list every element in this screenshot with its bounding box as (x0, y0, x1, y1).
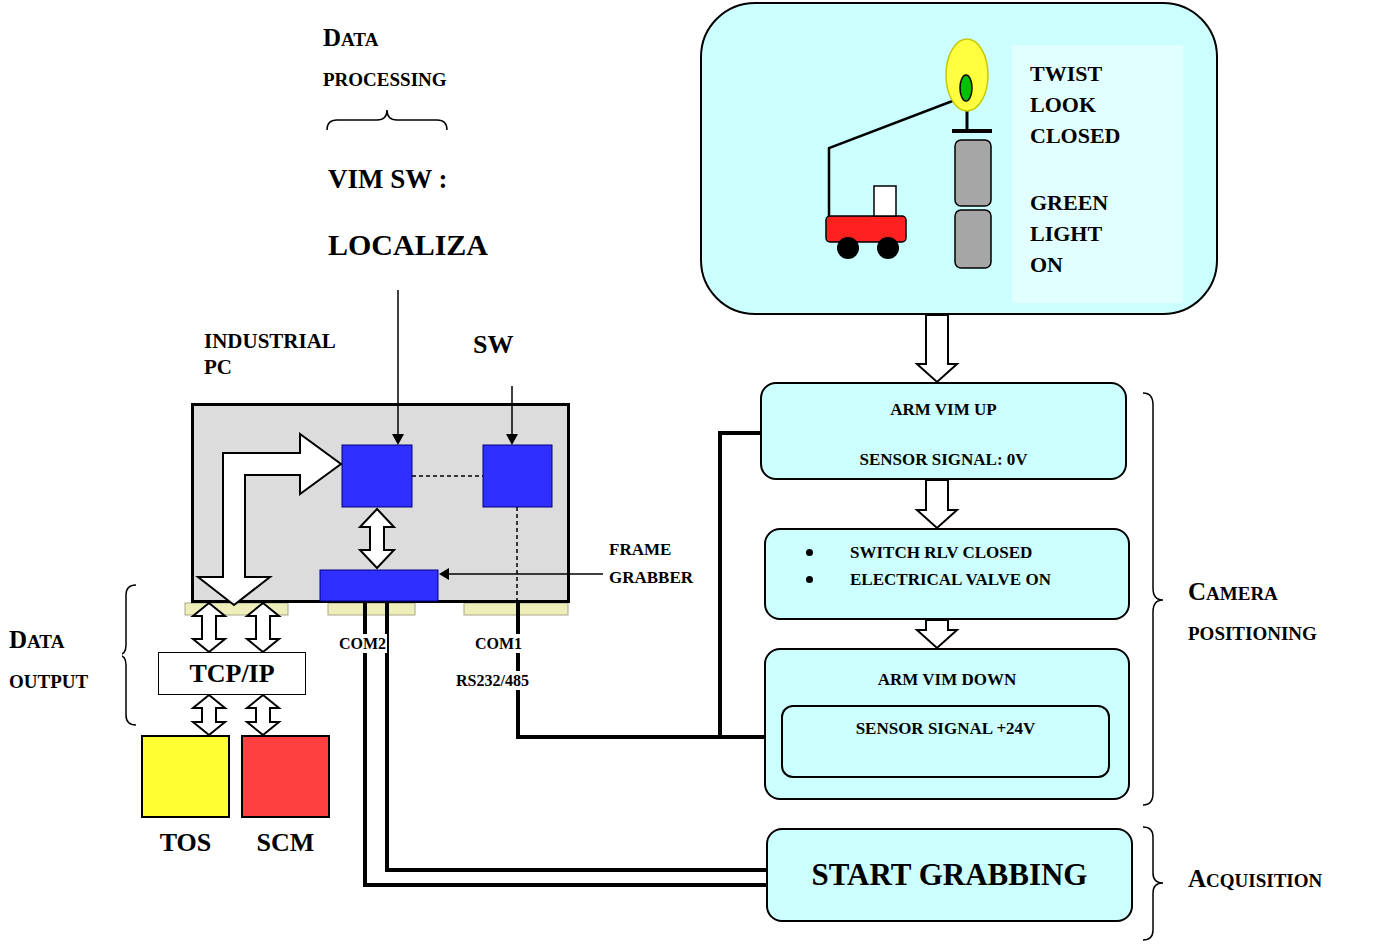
data-arrow (247, 695, 279, 735)
node-text: SENSOR SIGNAL +24V (793, 719, 1098, 739)
flow-arrow (917, 620, 957, 648)
process-box: ARM VIM DOWN SENSOR SIGNAL +24V (764, 648, 1130, 800)
port-connector (328, 603, 415, 615)
industrial-pc: INDUSTRIAL PC (191, 403, 570, 603)
node-text: TOS (131, 828, 240, 858)
part-label: FRAME GRABBER (608, 536, 710, 592)
flow-arrow (917, 620, 957, 648)
scene-panel: TWIST LOOK CLOSED GREEN LIGHT ON (700, 2, 1218, 315)
brace (1143, 827, 1163, 940)
node-text: TWIST LOOK CLOSED (1030, 58, 1140, 151)
container (955, 140, 991, 206)
signal-wire (365, 603, 766, 885)
node-text: SENSOR SIGNAL: 0V (859, 450, 1027, 470)
node-text: ELECTRICAL VALVE ON (850, 566, 1051, 593)
frame-grabber-card (320, 570, 438, 601)
leader-line (397, 290, 399, 436)
data-arrow (198, 434, 341, 605)
light-halo (946, 39, 988, 111)
port-label: COM1 (474, 634, 523, 653)
wheel (837, 237, 859, 259)
data-arrow (193, 695, 225, 735)
signal-wire (518, 603, 781, 737)
container (955, 210, 991, 268)
node-text: START GRABBING (812, 857, 1088, 893)
flow-arrow (917, 315, 957, 382)
brace (327, 110, 447, 130)
node-text: ARM VIM DOWN (776, 670, 1118, 690)
section-heading: DATA OUTPUT (8, 620, 122, 702)
software-label: LOCALIZA (327, 228, 489, 262)
data-arrow (247, 695, 279, 735)
software-label: SW (472, 330, 514, 360)
pc-internals (194, 406, 567, 600)
process-box: START GRABBING (766, 828, 1133, 922)
flow-arrow (917, 480, 957, 528)
arrow-head (392, 434, 404, 445)
data-arrow (193, 695, 225, 735)
node-text: ARM VIM UP (890, 400, 996, 420)
system-box: TOS (141, 735, 230, 818)
vehicle-cab (874, 186, 896, 216)
spreader-bar (952, 129, 992, 133)
node-text: GREEN LIGHT ON (1030, 187, 1140, 280)
signal-wire (518, 603, 781, 737)
node-text: SWITCH RLV CLOSED (850, 539, 1032, 566)
node-text: SCM (231, 828, 340, 858)
section-heading: DATA PROCESSING (322, 18, 494, 100)
data-arrow (247, 603, 279, 652)
crane-illustration (702, 4, 1216, 313)
crane-arm (829, 97, 963, 218)
software-block (342, 445, 412, 507)
protocol-box: TCP/IP (158, 652, 306, 695)
flow-arrow (917, 480, 957, 528)
software-block (483, 445, 552, 507)
section-heading: ACQUISITION (1187, 864, 1323, 896)
process-box: ARM VIM UP SENSOR SIGNAL: 0V (760, 382, 1127, 480)
vehicle-body (826, 216, 906, 242)
signal-wire (365, 603, 766, 885)
green-light (960, 75, 972, 101)
data-arrow (360, 509, 394, 568)
data-arrow (193, 603, 225, 652)
brace (1143, 393, 1163, 805)
wheel (877, 237, 899, 259)
process-box: SWITCH RLV CLOSEDELECTRICAL VALVE ON (764, 528, 1130, 620)
software-label: VIM SW : (327, 163, 449, 195)
section-heading: CAMERA POSITIONING (1187, 572, 1361, 654)
data-arrow (247, 603, 279, 652)
leader-line (447, 573, 603, 575)
data-arrow (193, 603, 225, 652)
node-text: INDUSTRIAL PC (204, 328, 354, 380)
dashed-link (516, 507, 518, 603)
port-label: RS232/485 (455, 671, 530, 690)
leader-line (511, 386, 513, 436)
signal-box: SENSOR SIGNAL +24V (781, 705, 1110, 778)
port-label: COM2 (338, 634, 387, 653)
flow-arrow (917, 315, 957, 382)
dashed-link (412, 475, 483, 477)
node-text: TCP/IP (189, 659, 274, 689)
text-panel (1012, 45, 1183, 303)
system-box: SCM (241, 735, 330, 818)
arrow-head (506, 434, 518, 445)
arrow-head (439, 568, 449, 580)
